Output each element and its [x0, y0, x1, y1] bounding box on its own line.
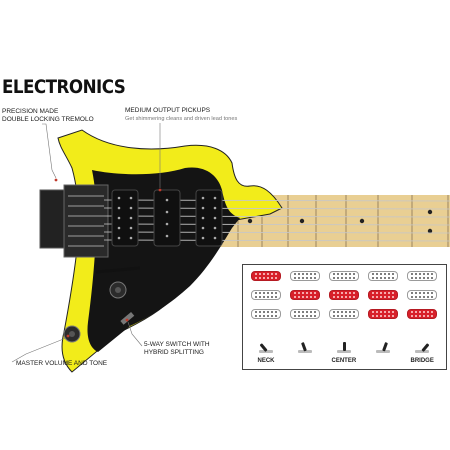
switch-position-chart: NECK CENTER BRIDGE: [242, 264, 447, 370]
callout-volume-line1: MASTER VOLUME AND TONE: [16, 360, 108, 367]
callout-pickups-subtitle: Get shimmering cleans and driven lead to…: [125, 116, 238, 122]
switch-position-icon: [414, 341, 430, 353]
pickup-coil-cell: [290, 309, 320, 319]
callout-tremolo: PRECISION MADE DOUBLE LOCKING TREMOLO: [2, 108, 94, 124]
callout-switch-line2: HYBRID SPLITTING: [144, 349, 204, 356]
pickup-coil-cell: [368, 290, 398, 300]
pickups: [111, 189, 223, 247]
tremolo-bridge: [39, 184, 141, 274]
callout-pickups: MEDIUM OUTPUT PICKUPS Get shimmering cle…: [125, 107, 237, 123]
switch-position-label: BRIDGE: [410, 358, 434, 364]
pickup-coil-cell: [251, 290, 281, 300]
pickup-coil-cell: [251, 271, 281, 281]
switch-position-label: CENTER: [331, 358, 357, 364]
pickup-coil-cell: [368, 271, 398, 281]
switch-position-label: NECK: [257, 358, 275, 364]
pickup-coil-cell: [251, 309, 281, 319]
callout-tremolo-line2: DOUBLE LOCKING TREMOLO: [2, 116, 94, 123]
switch-position-icon: [297, 341, 313, 353]
callout-tremolo-line1: PRECISION MADE: [2, 108, 59, 115]
pickup-coil-cell: [407, 271, 437, 281]
pickup-coil-cell: [290, 271, 320, 281]
pickup-coil-cell: [329, 271, 359, 281]
control-knobs: [63, 281, 127, 343]
section-heading: ELECTRONICS: [2, 76, 126, 98]
callout-lines: [11, 123, 162, 363]
callout-volume: MASTER VOLUME AND TONE: [16, 360, 107, 368]
switch-position-icon: [258, 341, 274, 353]
pickup-coil-cell: [329, 309, 359, 319]
pickup-coil-cell: [368, 309, 398, 319]
callout-switch-line1: 5-WAY SWITCH WITH: [144, 341, 210, 348]
switch-position-icon: [375, 341, 391, 353]
pickup-coil-cell: [290, 290, 320, 300]
five-way-switch: [120, 311, 135, 325]
pickup-coil-cell: [407, 290, 437, 300]
pickup-coil-cell: [329, 290, 359, 300]
callout-pickups-title: MEDIUM OUTPUT PICKUPS: [125, 107, 211, 114]
pickup-coil-cell: [407, 309, 437, 319]
switch-position-icon: [336, 341, 352, 353]
callout-switch: 5-WAY SWITCH WITH HYBRID SPLITTING: [144, 341, 210, 357]
